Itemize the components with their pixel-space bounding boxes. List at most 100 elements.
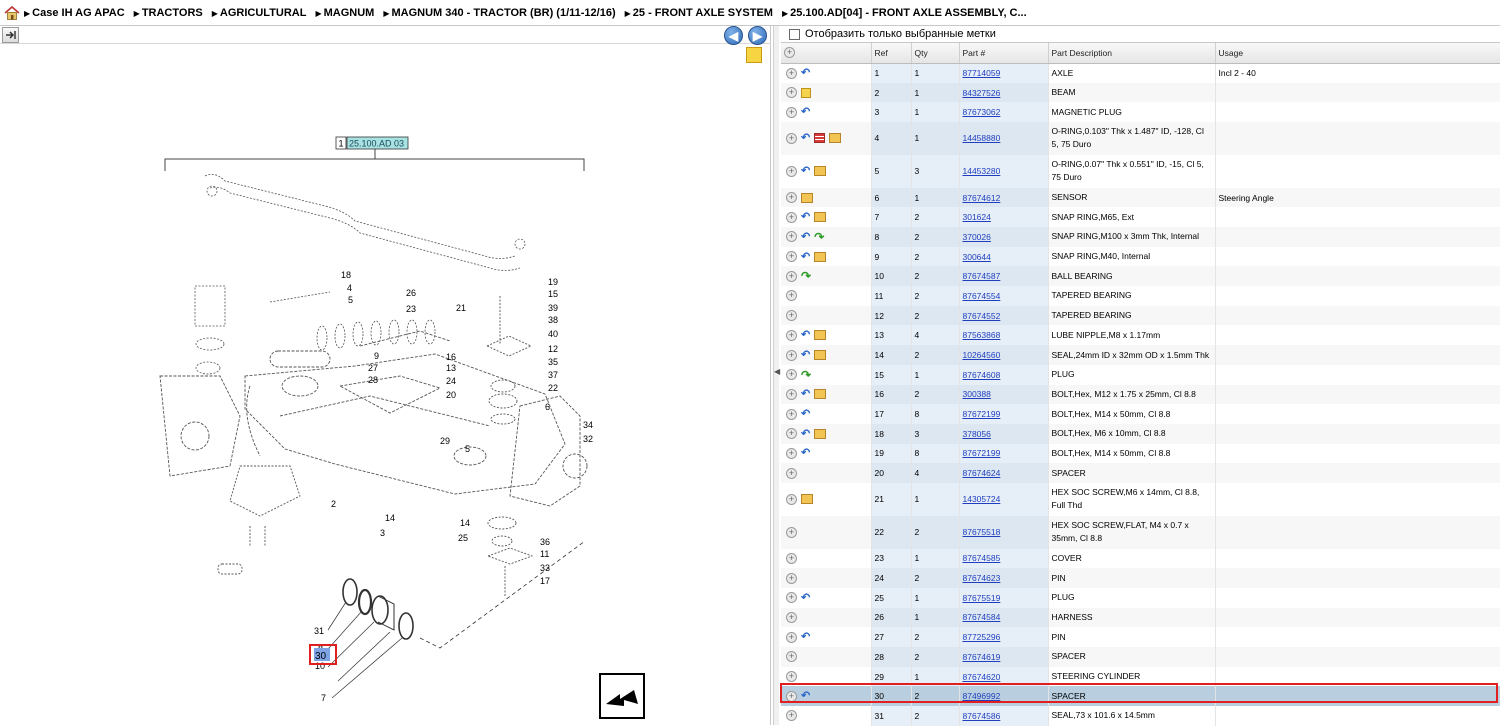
package-icon[interactable] xyxy=(814,330,827,341)
header-part[interactable]: Part # xyxy=(959,43,1049,64)
part-number-link[interactable]: 370026 xyxy=(962,231,991,242)
replacement-icon[interactable]: ↶ xyxy=(801,591,811,604)
breadcrumb-item[interactable]: TRACTORS xyxy=(141,6,203,19)
callout-23[interactable]: 23 xyxy=(406,304,416,314)
expand-row-icon[interactable]: + xyxy=(786,106,797,118)
expand-row-icon[interactable]: + xyxy=(786,526,797,538)
expand-row-icon[interactable]: + xyxy=(786,211,797,223)
callout-28[interactable]: 28 xyxy=(368,375,378,385)
breadcrumb-item[interactable]: Case IH AG APAC xyxy=(32,6,125,19)
expand-row-icon[interactable]: + xyxy=(786,467,797,479)
part-number-link[interactable]: 14453280 xyxy=(962,166,1001,177)
callout-33[interactable]: 33 xyxy=(540,563,550,573)
package-icon[interactable] xyxy=(801,192,813,203)
part-number-link[interactable]: 87674624 xyxy=(962,468,1001,479)
package-icon[interactable] xyxy=(814,350,827,360)
expand-row-icon[interactable]: + xyxy=(786,369,797,381)
note-icon[interactable] xyxy=(746,47,762,63)
part-number-link[interactable]: 87674585 xyxy=(962,553,1001,564)
replacement-icon[interactable]: ↶ xyxy=(801,427,811,440)
part-number-link[interactable]: 87675518 xyxy=(962,527,1001,538)
callout-22[interactable]: 22 xyxy=(548,383,558,393)
callout-27[interactable]: 27 xyxy=(368,363,378,373)
expand-row-icon[interactable]: + xyxy=(786,67,797,79)
callout-15[interactable]: 15 xyxy=(548,289,558,299)
callout-16[interactable]: 16 xyxy=(446,352,456,362)
callout-31[interactable]: 31 xyxy=(314,626,324,636)
callout-35[interactable]: 35 xyxy=(548,357,558,367)
expand-row-icon[interactable]: + xyxy=(786,592,797,604)
callout-6[interactable]: 6 xyxy=(545,402,550,412)
callout-21[interactable]: 21 xyxy=(456,303,466,313)
package-icon[interactable] xyxy=(814,428,827,439)
part-number-link[interactable]: 87714059 xyxy=(962,68,1001,79)
pane-splitter[interactable] xyxy=(773,26,779,725)
breadcrumb-item[interactable]: AGRICULTURAL xyxy=(219,6,307,19)
callout-4[interactable]: 4 xyxy=(347,283,352,293)
show-selected-only-checkbox[interactable] xyxy=(789,28,800,40)
part-number-link[interactable]: 87674552 xyxy=(962,310,1001,321)
replacement-icon[interactable]: ↶ xyxy=(801,106,811,119)
callout-17[interactable]: 17 xyxy=(540,576,550,586)
expand-row-icon[interactable]: + xyxy=(786,552,797,564)
home-icon[interactable] xyxy=(4,5,20,20)
callout-34[interactable]: 34 xyxy=(583,420,593,430)
part-number-link[interactable]: 378056 xyxy=(962,428,991,439)
part-number-link[interactable]: 301624 xyxy=(962,212,991,223)
note-icon[interactable] xyxy=(801,87,811,98)
replacement-icon[interactable]: ↶ xyxy=(801,329,811,342)
forward-arrow-icon[interactable]: ↷ xyxy=(801,367,812,382)
callout-11[interactable]: 11 xyxy=(540,549,549,559)
collapse-left-icon[interactable]: ◀ xyxy=(774,367,781,376)
expand-row-icon[interactable]: + xyxy=(786,447,797,459)
list-icon[interactable] xyxy=(814,133,826,144)
header-ref[interactable]: Ref xyxy=(871,43,912,64)
part-number-link[interactable]: 87496992 xyxy=(962,691,1001,702)
expand-row-icon[interactable]: + xyxy=(786,631,797,643)
expand-row-icon[interactable]: + xyxy=(786,671,797,683)
callout-14[interactable]: 14 xyxy=(385,513,395,523)
expand-row-icon[interactable]: + xyxy=(786,165,797,177)
part-number-link[interactable]: 87674587 xyxy=(962,271,1001,282)
expand-row-icon[interactable]: + xyxy=(786,290,797,302)
expand-row-icon[interactable]: + xyxy=(786,690,797,702)
callout-40[interactable]: 40 xyxy=(548,329,558,339)
expand-row-icon[interactable]: + xyxy=(786,572,797,584)
expand-row-icon[interactable]: + xyxy=(786,408,797,420)
part-number-link[interactable]: 300388 xyxy=(962,389,991,400)
previous-page-button[interactable]: ◀ xyxy=(724,26,743,45)
package-icon[interactable] xyxy=(814,212,827,223)
replacement-icon[interactable]: ↶ xyxy=(801,447,811,460)
callout-25[interactable]: 25 xyxy=(458,533,468,543)
part-number-link[interactable]: 84327526 xyxy=(962,87,1001,98)
callout-18[interactable]: 18 xyxy=(341,270,351,280)
callout-10[interactable]: 10 xyxy=(315,661,325,671)
package-icon[interactable] xyxy=(829,133,842,144)
forward-arrow-icon[interactable]: ↷ xyxy=(801,269,812,284)
callout-14[interactable]: 14 xyxy=(460,518,470,528)
expand-row-icon[interactable]: + xyxy=(786,231,797,243)
callout-19[interactable]: 19 xyxy=(548,277,558,287)
part-number-link[interactable]: 87674623 xyxy=(962,573,1001,584)
part-number-link[interactable]: 87674619 xyxy=(962,651,1001,662)
expand-row-icon[interactable]: + xyxy=(786,710,797,722)
replacement-icon[interactable]: ↶ xyxy=(801,230,811,243)
part-number-link[interactable]: 87672199 xyxy=(962,409,1001,420)
